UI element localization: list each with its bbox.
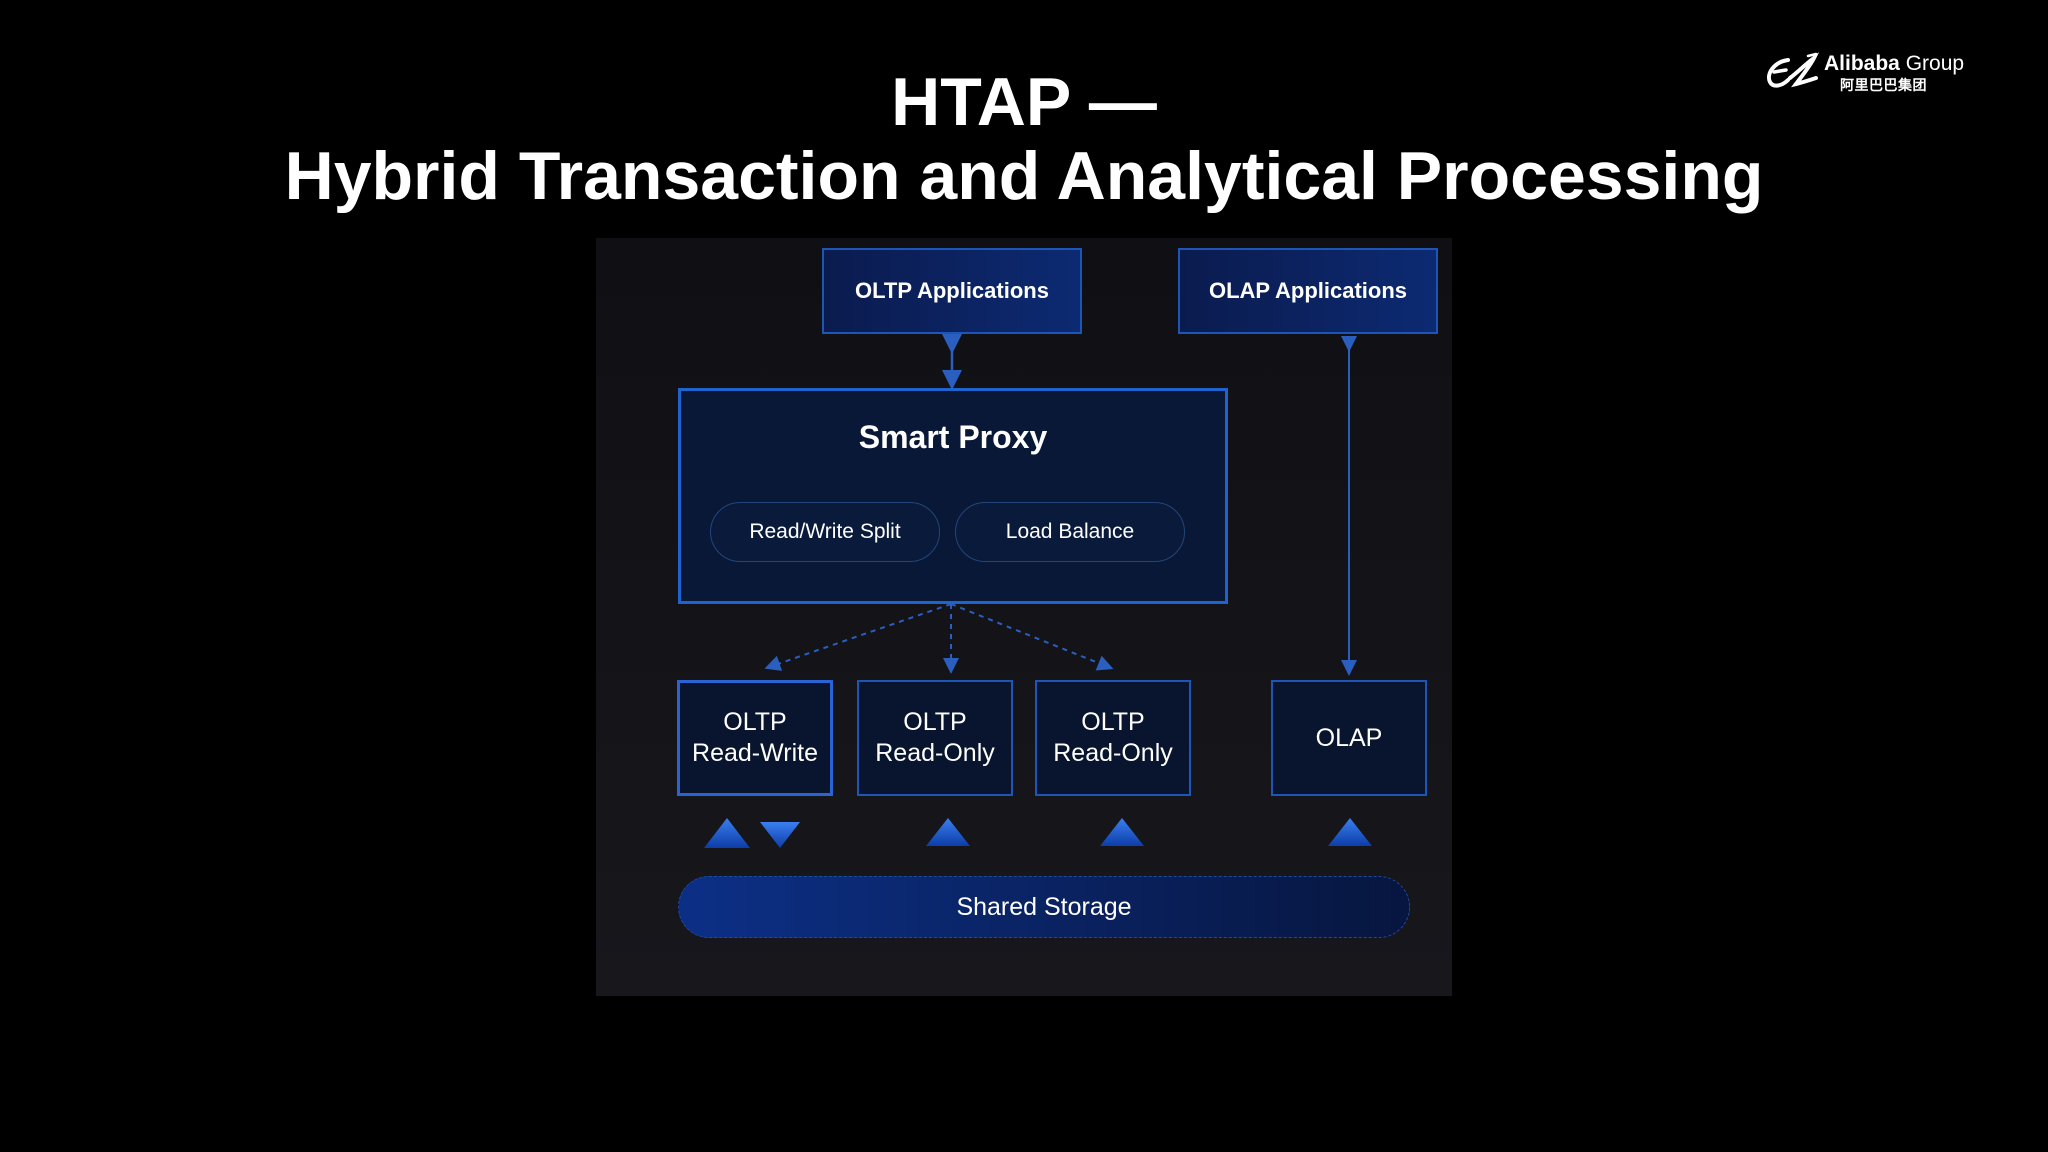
read-write-split-pill: Read/Write Split [710,502,940,562]
oltp-read-only-node-1: OLTP Read-Only [857,680,1013,796]
proxy-to-ro2-arrow [950,603,1114,671]
ro2-up-triangle-icon [1100,818,1144,846]
node-label-line1: OLTP [903,708,967,736]
olap-applications-box: OLAP Applications [1178,248,1438,334]
rw-down-triangle-icon [760,822,800,848]
olap-node: OLAP [1271,680,1427,796]
node-label-line2: Read-Write [692,739,818,767]
node-label-line1: OLTP [1081,708,1145,736]
load-balance-pill: Load Balance [955,502,1185,562]
oltp-read-write-node: OLTP Read-Write [677,680,833,796]
diagram-panel [596,238,1452,996]
alibaba-logo-icon [1767,52,1820,88]
page-subtitle: Hybrid Transaction and Analytical Proces… [284,138,1764,214]
page-title: HTAP — [891,64,1157,140]
logo-chinese-name: 阿里巴巴集团 [1840,77,1927,93]
node-label-line2: Read-Only [1053,739,1173,767]
node-label-line2: Read-Only [875,739,995,767]
node-label-line1: OLTP [723,708,787,736]
node-label-line1: OLAP [1315,723,1383,752]
smart-proxy-title: Smart Proxy [858,419,1048,455]
proxy-to-rw-arrow [764,603,952,671]
oltp-applications-box: OLTP Applications [822,248,1082,334]
rw-up-triangle-icon [704,818,750,848]
alibaba-group-logo: Alibaba Group 阿里巴巴集团 [1764,50,1994,94]
shared-storage-bar: Shared Storage [678,876,1410,938]
smart-proxy-box: Smart Proxy Read/Write Split Load Balanc… [678,388,1228,604]
logo-wordmark: Alibaba Group [1824,52,1965,75]
olap-up-triangle-icon [1328,818,1372,846]
ro1-up-triangle-icon [926,818,970,846]
oltp-read-only-node-2: OLTP Read-Only [1035,680,1191,796]
